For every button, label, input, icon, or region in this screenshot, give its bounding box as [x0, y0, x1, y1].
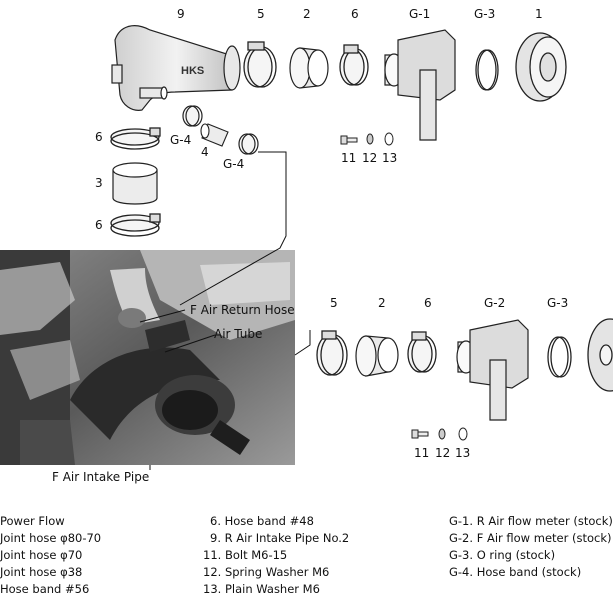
- legend-col2-row2: 9. R Air Intake Pipe No.2: [210, 531, 350, 545]
- hardware-top: [340, 132, 394, 146]
- part-4-joint-hose: [200, 123, 229, 147]
- part-9-intake-pipe: [111, 25, 241, 111]
- legend-col3-row2: G-2. F Air flow meter (stock): [449, 531, 612, 545]
- part-g2-air-flow-meter: [456, 319, 529, 421]
- part-g4-hose-band-b: [238, 133, 259, 155]
- label-g4-a: G-4: [170, 133, 192, 147]
- label-12-top: 12: [362, 151, 378, 165]
- legend-col3-row4: G-4. Hose band (stock): [449, 565, 582, 579]
- label-11-top: 11: [341, 151, 357, 165]
- callout-air-tube: Air Tube: [214, 327, 263, 341]
- part-2-mid-joint-hose: [355, 335, 399, 377]
- part-3-joint-hose: [112, 162, 158, 205]
- legend-col2-row3: 11. Bolt M6-15: [203, 548, 288, 562]
- engine-bay-photo: [0, 250, 295, 470]
- label-g2: G-2: [484, 296, 506, 310]
- part-6-left-hose-band: [110, 127, 161, 150]
- legend-col3-row1: G-1. R Air flow meter (stock): [449, 514, 613, 528]
- label-2-mid: 2: [378, 296, 386, 310]
- label-2: 2: [303, 7, 311, 21]
- label-g4-b: G-4: [223, 157, 245, 171]
- callout-f-air-return-hose: F Air Return Hose: [190, 303, 295, 317]
- label-6-mid: 6: [424, 296, 432, 310]
- label-6-left-2: 6: [95, 218, 103, 232]
- label-1: 1: [535, 7, 543, 21]
- label-12-mid: 12: [435, 446, 451, 460]
- part-1-air-cleaner: [515, 32, 567, 102]
- part-g4-hose-band-a: [182, 105, 203, 127]
- label-g3: G-3: [474, 7, 496, 21]
- legend-col2-row4: 12. Spring Washer M6: [203, 565, 330, 579]
- label-6-left: 6: [95, 130, 103, 144]
- label-6: 6: [351, 7, 359, 21]
- legend-col2-row5: 13. Plain Washer M6: [203, 582, 320, 596]
- hardware-mid: [411, 427, 468, 441]
- part-6-mid-hose-band: [407, 331, 437, 373]
- exploded-parts-diagram: HKS: [0, 25, 613, 470]
- label-5-mid: 5: [330, 296, 338, 310]
- label-9: 9: [177, 7, 185, 21]
- part-5-hose-band: [243, 41, 277, 88]
- label-11-mid: 11: [414, 446, 430, 460]
- legend-col1-row1: Power Flow: [0, 514, 65, 528]
- part-g3-o-ring: [475, 49, 499, 91]
- legend-col1-row5: Hose band #56: [0, 582, 90, 596]
- hks-logo: HKS: [181, 65, 204, 77]
- part-5-mid-hose-band: [316, 330, 348, 376]
- legend-col1-row3: Joint hose φ70: [0, 548, 83, 562]
- callout-f-air-intake-pipe: F Air Intake Pipe: [52, 470, 150, 484]
- label-4: 4: [201, 145, 209, 159]
- label-g1: G-1: [409, 7, 431, 21]
- part-g3-mid-o-ring: [547, 336, 572, 378]
- part-6-left-hose-band-2: [110, 213, 161, 237]
- label-13-mid: 13: [455, 446, 471, 460]
- part-1-mid-air-cleaner-partial: [587, 318, 613, 392]
- legend-col1-row2: Joint hose φ80-70: [0, 531, 102, 545]
- legend-col1-row4: Joint hose φ38: [0, 565, 83, 579]
- label-5: 5: [257, 7, 265, 21]
- legend-col3-row3: G-3. O ring (stock): [449, 548, 556, 562]
- label-3: 3: [95, 176, 103, 190]
- legend-col2-row1: 6. Hose band #48: [210, 514, 314, 528]
- part-g1-air-flow-meter: [384, 29, 456, 141]
- label-13-top: 13: [382, 151, 398, 165]
- label-g3-mid: G-3: [547, 296, 569, 310]
- part-2-joint-hose: [289, 47, 329, 89]
- part-6-hose-band: [339, 44, 369, 86]
